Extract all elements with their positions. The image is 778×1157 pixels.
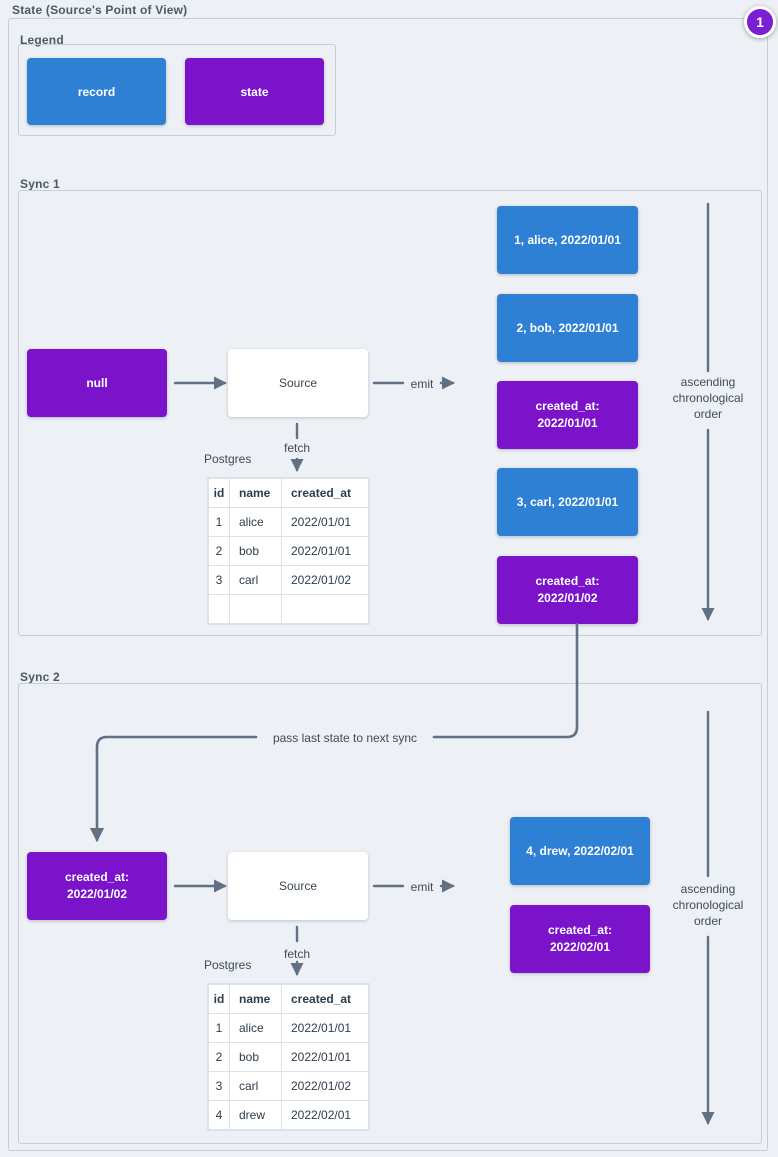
table-header-cell: created_at	[281, 984, 369, 1014]
sync2-order-note: ascending chronological order	[672, 882, 744, 928]
sync2-postgres-table: id name created_at 1 alice 2022/01/01 2 …	[208, 984, 369, 1130]
emitted-state-node: created_at: 2022/01/02	[497, 556, 638, 624]
sync2-frame	[18, 683, 762, 1144]
table-row: 3 carl 2022/01/02	[208, 565, 369, 595]
emitted-state-node: created_at: 2022/02/01	[510, 905, 650, 973]
table-row: 4 drew 2022/02/01	[208, 1100, 369, 1130]
table-cell: 2	[208, 536, 230, 566]
table-cell: 3	[208, 565, 230, 595]
legend-state-swatch: state	[185, 58, 324, 125]
table-cell: 2022/02/01	[281, 1100, 369, 1130]
emitted-record-node: 1, alice, 2022/01/01	[497, 206, 638, 274]
state-line: created_at:	[547, 923, 613, 937]
table-cell: bob	[229, 1042, 282, 1072]
sync1-source-node: Source	[228, 349, 368, 417]
sync1-order-note: ascending chronological order	[672, 375, 744, 421]
table-row: 1 alice 2022/01/01	[208, 507, 369, 537]
table-cell: 2022/01/01	[281, 1042, 369, 1072]
connector-label: pass last state to next sync	[272, 731, 418, 745]
legend-frame	[18, 44, 336, 136]
table-cell: 3	[208, 1071, 230, 1101]
emitted-record-node: 2, bob, 2022/01/01	[497, 294, 638, 362]
table-header-row: id name created_at	[208, 478, 369, 508]
table-header-cell: name	[229, 984, 282, 1014]
table-cell: 2	[208, 1042, 230, 1072]
sync2-input-state-node: created_at: 2022/01/02	[27, 852, 167, 920]
sync2-database-label: Postgres	[204, 958, 252, 972]
table-cell: 1	[208, 1013, 230, 1043]
emitted-record-node: 3, carl, 2022/01/01	[497, 468, 638, 536]
table-cell: 1	[208, 507, 230, 537]
sync1-fetch-label: fetch	[283, 441, 310, 455]
sync1-label: Sync 1	[20, 177, 60, 191]
table-header-cell: created_at	[281, 478, 369, 508]
table-header-cell: id	[208, 478, 230, 508]
table-header-row: id name created_at	[208, 984, 369, 1014]
sync1-postgres-table: id name created_at 1 alice 2022/01/01 2 …	[208, 478, 369, 624]
table-cell: drew	[229, 1100, 282, 1130]
table-cell: 2022/01/01	[281, 536, 369, 566]
state-line: 2022/01/02	[66, 887, 128, 901]
outer-frame	[8, 18, 768, 1151]
state-line: 2022/02/01	[549, 940, 611, 954]
table-cell: 2022/01/02	[281, 1071, 369, 1101]
table-header-cell: name	[229, 478, 282, 508]
table-cell	[229, 594, 282, 624]
state-line: 2022/01/02	[537, 591, 598, 605]
step-badge: 1	[744, 6, 776, 38]
sync1-database-label: Postgres	[204, 452, 252, 466]
emitted-record-node: 4, drew, 2022/02/01	[510, 817, 650, 885]
table-cell: 2022/01/01	[281, 1013, 369, 1043]
table-cell: carl	[229, 565, 282, 595]
table-row: 2 bob 2022/01/01	[208, 1042, 369, 1072]
state-line: 2022/01/01	[537, 416, 598, 430]
table-header-cell: id	[208, 984, 230, 1014]
sync2-label: Sync 2	[20, 670, 60, 684]
state-line: created_at:	[64, 870, 130, 884]
sync1-input-state-node: null	[27, 349, 167, 417]
table-row: 1 alice 2022/01/01	[208, 1013, 369, 1043]
legend-label: Legend	[20, 33, 64, 47]
legend-record-swatch: record	[27, 58, 166, 125]
table-cell: 2022/01/02	[281, 565, 369, 595]
sync2-source-node: Source	[228, 852, 368, 920]
sync2-fetch-label: fetch	[283, 947, 310, 961]
table-cell: alice	[229, 507, 282, 537]
table-cell: 2022/01/01	[281, 507, 369, 537]
state-line: created_at:	[535, 399, 600, 413]
table-cell	[208, 594, 230, 624]
emitted-state-node: created_at: 2022/01/01	[497, 381, 638, 449]
table-cell: carl	[229, 1071, 282, 1101]
table-cell: alice	[229, 1013, 282, 1043]
sync1-frame	[18, 190, 762, 636]
state-line: created_at:	[535, 574, 600, 588]
table-cell	[281, 594, 369, 624]
sync2-emit-label: emit	[410, 880, 434, 894]
page-title: State (Source's Point of View)	[12, 3, 188, 17]
table-cell: bob	[229, 536, 282, 566]
table-row	[208, 594, 369, 624]
sync1-emit-label: emit	[410, 377, 434, 391]
table-row: 3 carl 2022/01/02	[208, 1071, 369, 1101]
table-cell: 4	[208, 1100, 230, 1130]
table-row: 2 bob 2022/01/01	[208, 536, 369, 566]
